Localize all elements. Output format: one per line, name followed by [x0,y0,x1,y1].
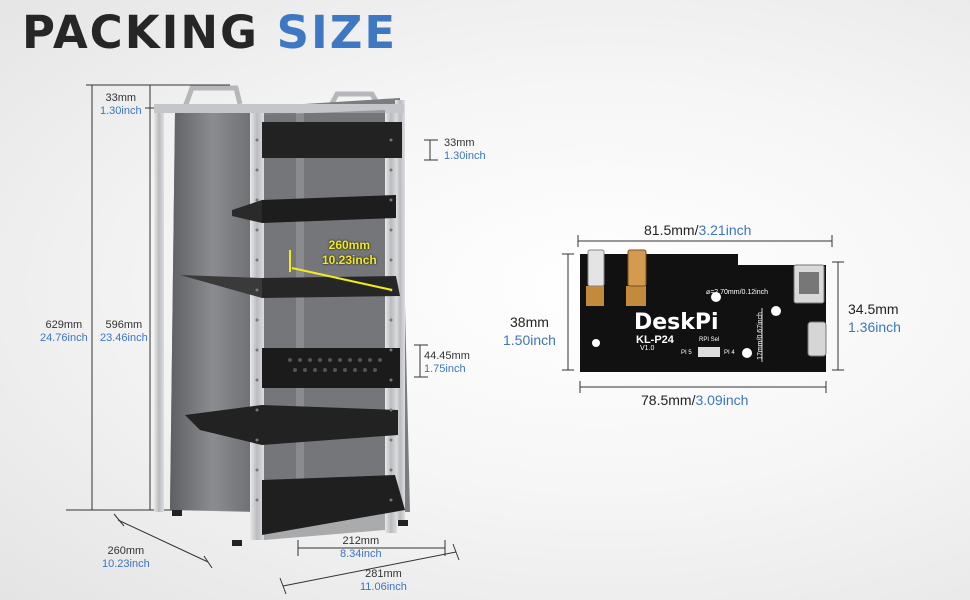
vent-panel-height-label: 44.45mm 1.75inch [424,350,470,375]
outer-width-label: 281mm 11.06inch [360,568,407,593]
board-brand: DeskPi [634,310,719,335]
board-right-height-label: 34.5mm 1.36inch [848,301,901,335]
board-model: KL-P24 [636,334,674,346]
inner-width-label: 212mm 8.34inch [340,535,382,560]
frame-height-label: 596mm 23.46inch [100,319,148,344]
shelf-width-label: 260mm 10.23inch [322,238,377,267]
rack-dimension-lines [66,84,460,595]
board-switch-label: RPI Sel [699,337,720,343]
page-title: PACKING SIZE [22,10,397,55]
depth-label: 260mm 10.23inch [102,545,150,570]
board-version: V1.0 [640,345,655,352]
total-height-label: 629mm 24.76inch [40,319,88,344]
title-word-packing: PACKING [22,6,259,59]
board-pi5-label: PI 5 [681,350,692,356]
board-top-width-label: 81.5mm/3.21inch [644,222,752,238]
board-dimension-lines [562,235,844,393]
top-panel-height-label: 33mm 1.30inch [444,137,486,162]
rack-body [154,85,410,546]
handle-height-label: 33mm 1.30inch [100,92,142,117]
pcb-board [580,249,827,372]
board-bottom-width-label: 78.5mm/3.09inch [641,392,749,408]
board-left-height-label: 38mm 1.50inch [503,314,556,348]
board-pi4-label: PI 4 [724,350,735,356]
board-inner-dim-label: 17mm/0.67inch [756,312,764,360]
board-hole-label: ⌀=2.70mm/0.12inch [706,289,768,296]
title-word-size: SIZE [276,6,398,59]
